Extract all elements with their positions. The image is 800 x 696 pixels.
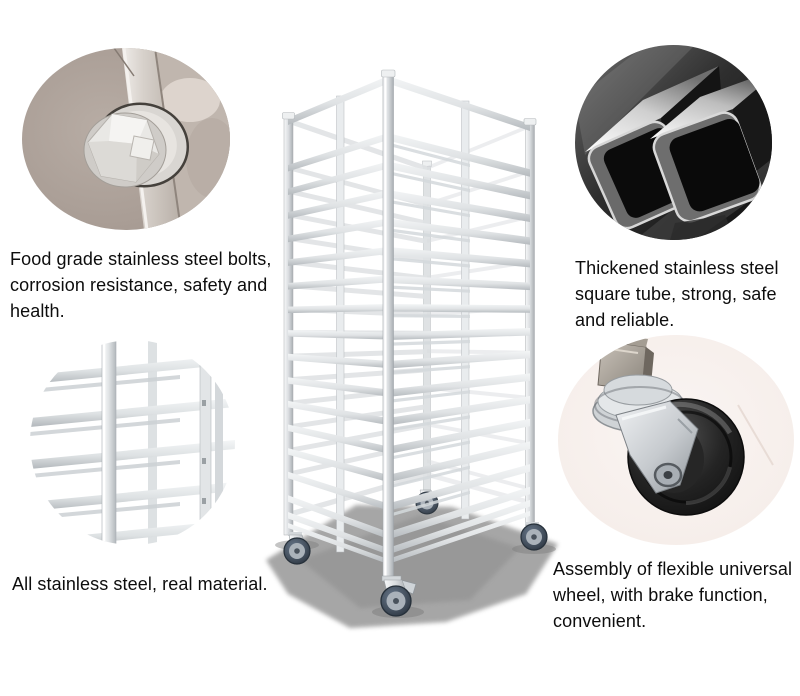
feature-text-square-tube-line: square tube, strong, safe: [575, 284, 777, 304]
rack-closeup-photo-art: [30, 340, 235, 545]
right-post-2: [215, 360, 223, 528]
caster-front-right: [512, 522, 556, 554]
feature-text-wheel-line: convenient.: [553, 611, 647, 631]
feature-text-material-line: All stainless steel, real material.: [12, 574, 268, 594]
feature-text-bolts-line: Food grade stainless steel bolts,: [10, 249, 272, 269]
front-post: [101, 340, 117, 545]
caster-wheel-photo-art: [558, 335, 794, 545]
feature-text-square-tube-line: Thickened stainless steel: [575, 258, 779, 278]
rack-tray-ledges: [390, 143, 470, 517]
rack-left-rails: [288, 133, 388, 539]
rack-mid-support-left: [336, 95, 345, 553]
feature-text-material: All stainless steel, real material.: [12, 571, 268, 597]
rack-closeup-photo: [30, 340, 235, 545]
feature-text-wheel: Assembly of flexible universal wheel, wi…: [553, 556, 792, 634]
bolt-photo-art: [22, 48, 230, 230]
feature-text-bolts-line: corrosion resistance, safety and: [10, 275, 268, 295]
shelf-rails: [30, 355, 235, 545]
feature-text-wheel-line: Assembly of flexible universal: [553, 559, 793, 579]
caster-wheel-photo: [558, 335, 794, 545]
caster-front-left-brake: [372, 575, 424, 618]
rack-top-frame: [288, 76, 530, 131]
rack-front-rails: [388, 133, 530, 540]
feature-text-bolts: Food grade stainless steel bolts, corros…: [10, 246, 271, 324]
tube-front: [650, 70, 772, 223]
feature-text-square-tube-line: and reliable.: [575, 310, 675, 330]
rack-bottom-frame: [288, 500, 530, 564]
hex-bolt: [83, 102, 190, 188]
bolt-photo: [22, 48, 230, 230]
feature-text-square-tube: Thickened stainless steel square tube, s…: [575, 255, 779, 333]
caster-fork: [615, 400, 699, 494]
back-post: [148, 340, 157, 545]
square-tubes-photo-art: [575, 45, 772, 240]
square-tubes-photo: [575, 45, 772, 240]
feature-text-wheel-line: wheel, with brake function,: [553, 585, 768, 605]
feature-text-bolts-line: health.: [10, 301, 65, 321]
rack-post-caps: [282, 69, 537, 126]
caster-back-left: [275, 532, 319, 565]
